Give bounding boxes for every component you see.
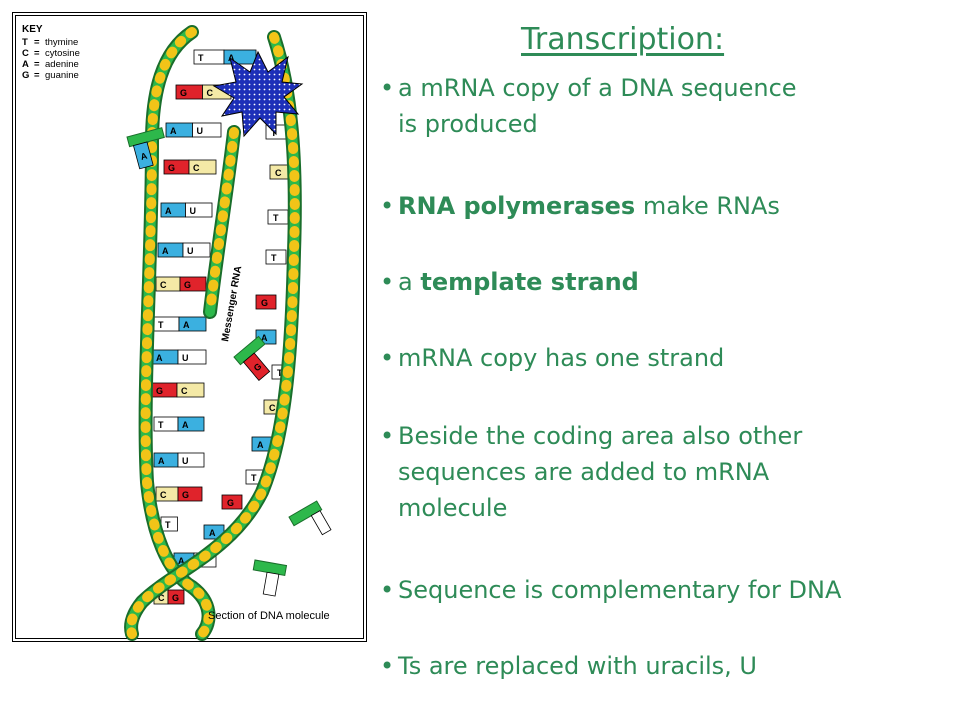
- base-letter: T: [198, 53, 204, 63]
- bullet-template-strand: •a template strand: [380, 268, 639, 296]
- base-g: [177, 486, 203, 502]
- base-letter: T: [158, 320, 164, 330]
- svg-text:G: G: [252, 361, 264, 373]
- base-letter: T: [165, 520, 171, 530]
- template-base-letter: C: [275, 168, 282, 178]
- base-letter: A: [183, 320, 190, 330]
- base-letter: A: [170, 126, 177, 136]
- base-g: [167, 589, 185, 605]
- template-base-letter: A: [257, 440, 264, 450]
- base-letter: A: [165, 206, 172, 216]
- template-base-letter: A: [261, 333, 268, 343]
- bullet-rna-polymerases: •RNA polymerases make RNAs: [380, 192, 780, 220]
- svg-text:A: A: [139, 151, 148, 162]
- base-letter: A: [158, 456, 165, 466]
- base-letter: C: [158, 593, 165, 603]
- key-letter-t: T: [22, 37, 28, 48]
- base-letter: G: [156, 386, 163, 396]
- base-letter: C: [207, 88, 214, 98]
- base-c: [188, 159, 217, 175]
- base-letter: G: [182, 490, 189, 500]
- base-letter: G: [172, 593, 179, 603]
- svg-text:=: =: [34, 48, 40, 59]
- svg-text:=: =: [34, 70, 40, 81]
- template-base-letter: C: [269, 403, 276, 413]
- svg-text:=: =: [34, 59, 40, 70]
- bullet-uracils: •Ts are replaced with uracils, U: [380, 652, 757, 680]
- template-base-t: [265, 249, 287, 265]
- key-name-thymine: thymine: [45, 37, 78, 48]
- key-letter-c: C: [22, 48, 29, 59]
- base-letter: U: [182, 456, 189, 466]
- base-letter: C: [193, 163, 200, 173]
- base-a: [178, 316, 207, 332]
- base-letter: G: [184, 280, 191, 290]
- template-base-letter: G: [227, 498, 234, 508]
- slide-title: Transcription:: [521, 22, 725, 57]
- key-title: KEY: [22, 24, 43, 35]
- key-letter-a: A: [22, 59, 29, 70]
- base-letter: T: [158, 420, 164, 430]
- base-letter: C: [160, 490, 167, 500]
- rna-polymerase-icon: [212, 50, 304, 138]
- figure-caption: Section of DNA molecule: [208, 610, 330, 622]
- base-g: [179, 276, 207, 292]
- base-letter: U: [182, 353, 189, 363]
- key-name-guanine: guanine: [45, 70, 79, 81]
- base-letter: U: [197, 126, 204, 136]
- figure-key: KEY T = thymine C = cytosine A = adenine…: [22, 24, 80, 81]
- base-letter: C: [181, 386, 188, 396]
- template-base-letter: T: [271, 128, 277, 138]
- template-base-g: [255, 294, 277, 310]
- bullet-complementary: •Sequence is complementary for DNA: [380, 576, 842, 604]
- base-letter: U: [187, 246, 194, 256]
- template-base-letter: T: [271, 253, 277, 263]
- template-base-letter: T: [277, 368, 283, 378]
- base-a: [177, 416, 205, 432]
- dna-transcription-figure: KEY T = thymine C = cytosine A = adenine…: [12, 12, 367, 642]
- bullet-mrna-copy: •a mRNA copy of a DNA sequence is produc…: [380, 74, 797, 138]
- template-base-letter: T: [273, 213, 279, 223]
- key-name-adenine: adenine: [45, 59, 79, 70]
- base-u: [192, 122, 222, 138]
- key-letter-g: G: [22, 70, 29, 81]
- base-letter: A: [156, 353, 163, 363]
- svg-text:=: =: [34, 37, 40, 48]
- base-letter: A: [182, 420, 189, 430]
- base-u: [177, 349, 207, 365]
- base-u: [182, 242, 211, 258]
- base-letter: G: [168, 163, 175, 173]
- bullet-other-sequences: •Beside the coding area also other seque…: [380, 422, 803, 522]
- base-letter: A: [162, 246, 169, 256]
- base-u: [177, 452, 205, 468]
- template-base-letter: T: [251, 473, 257, 483]
- key-name-cytosine: cytosine: [45, 48, 80, 59]
- base-letter: A: [228, 53, 235, 63]
- base-letter: G: [180, 88, 187, 98]
- base-c: [176, 382, 205, 398]
- template-base-letter: G: [261, 298, 268, 308]
- base-u: [185, 202, 213, 218]
- base-letter: A: [178, 556, 185, 566]
- bullet-one-strand: •mRNA copy has one strand: [380, 344, 725, 372]
- free-nucleotides: A G: [126, 127, 332, 597]
- base-letter: U: [190, 206, 197, 216]
- base-letter: C: [160, 280, 167, 290]
- template-base-g: [221, 494, 243, 510]
- template-base-letter: A: [209, 528, 216, 538]
- dna-backbones: [124, 25, 302, 641]
